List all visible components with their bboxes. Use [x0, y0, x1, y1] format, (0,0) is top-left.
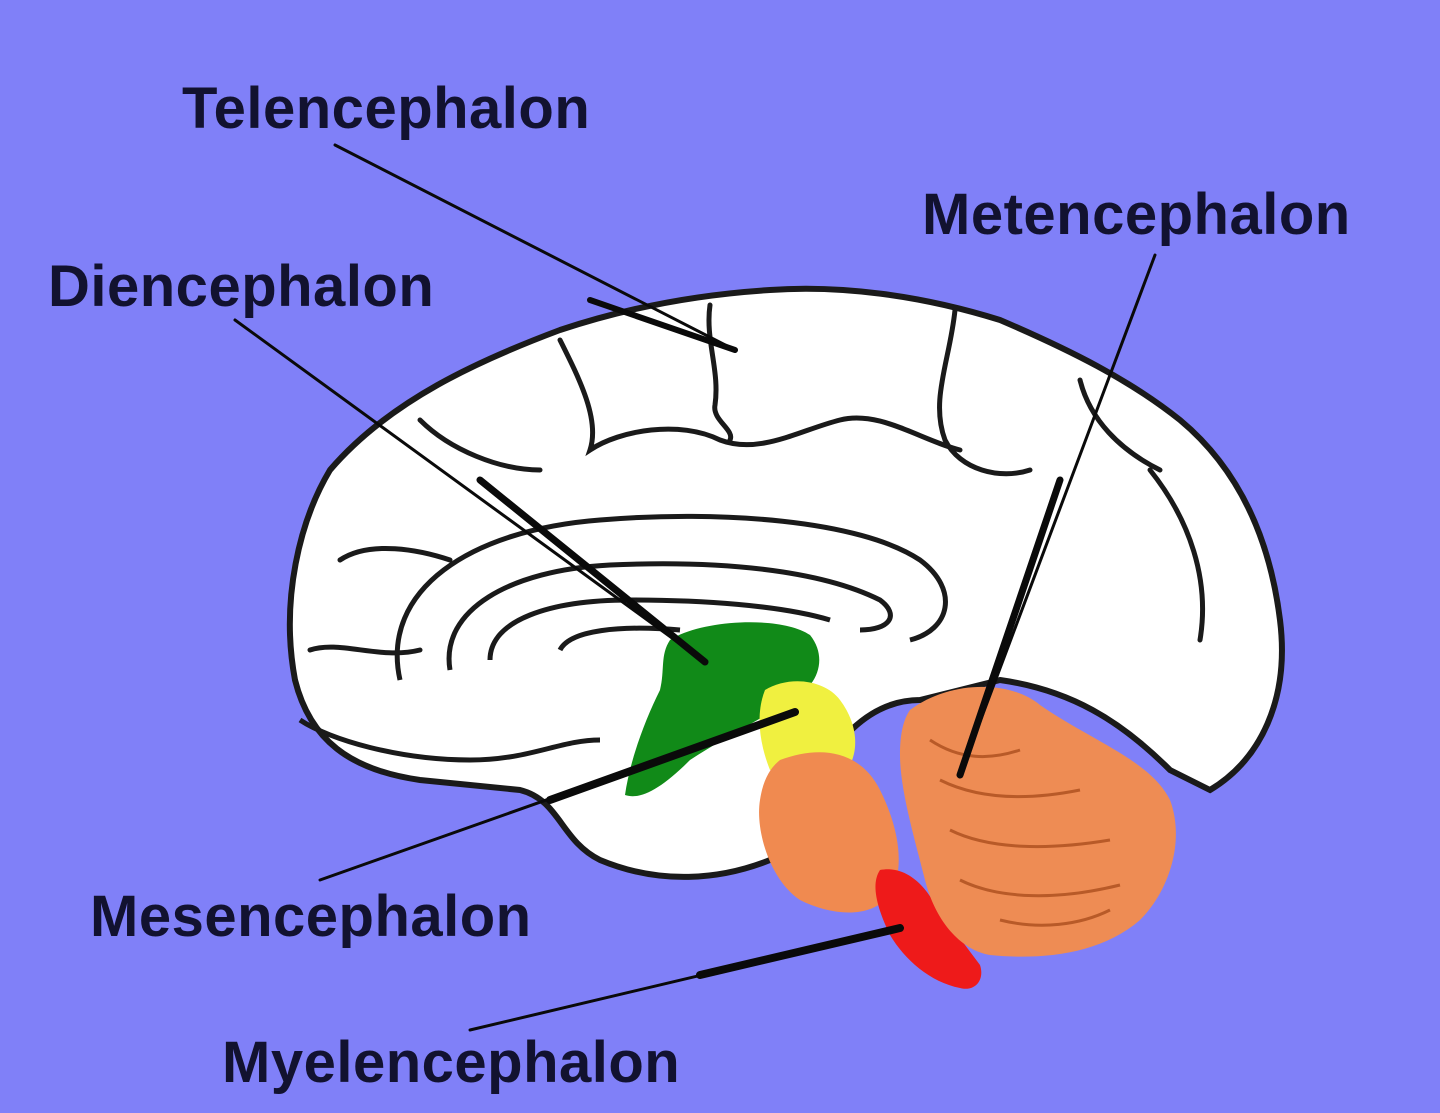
myelencephalon-region — [875, 869, 982, 989]
cerebellum-folia — [929, 738, 1121, 927]
cerebrum — [286, 285, 1285, 880]
diencephalon-label: Diencephalon — [48, 254, 435, 319]
myelencephalon-label: Myelencephalon — [222, 1030, 681, 1095]
telencephalon-label: Telencephalon — [182, 76, 591, 141]
leader-lines — [233, 143, 1157, 1032]
mesencephalon-label: Mesencephalon — [90, 884, 532, 949]
mesencephalon-tectum — [759, 681, 856, 770]
mesencephalon-region — [759, 752, 899, 913]
sulci — [307, 302, 1205, 656]
metencephalon-label: Metencephalon — [922, 182, 1351, 247]
